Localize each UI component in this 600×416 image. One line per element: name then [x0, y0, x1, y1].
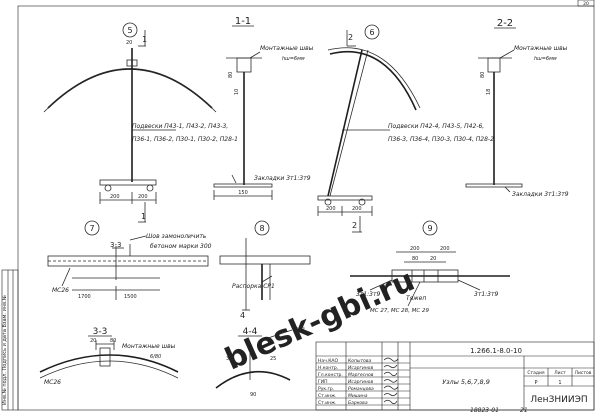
- section-1-1: 1-1 Монтажные швы hш=6мм 80 10 150 Закла…: [213, 16, 314, 200]
- cp1-label-b: СР1: [294, 327, 306, 334]
- signatures: [383, 357, 399, 405]
- section-3-3-title: 3-3: [93, 327, 108, 337]
- svg-text:200: 200: [138, 194, 148, 200]
- hangers-left-line2: П36-1, П36-2, П30-1, П30-2, П28-1: [132, 136, 238, 143]
- svg-text:200: 200: [440, 246, 450, 252]
- seam-label-1: Шов замоноличить: [146, 233, 207, 240]
- section-2-2-title: 2-2: [497, 18, 513, 29]
- sheet-title: Узлы 5,6,7,8,9: [442, 378, 490, 386]
- role-3: ГИП: [318, 379, 328, 385]
- archive-number: 18823-01: [470, 407, 499, 414]
- svg-text:20: 20: [430, 256, 436, 262]
- role-2: Гл.констр.: [318, 372, 343, 378]
- embeds-right: Закладки 3т1:3т9: [512, 191, 569, 198]
- svg-text:1: 1: [142, 35, 147, 44]
- name-3: Исаргинов: [348, 379, 373, 385]
- svg-text:90: 90: [250, 392, 256, 398]
- corner-number: 20: [583, 1, 589, 7]
- org-name: ЛенЗНИИЭП: [530, 395, 587, 405]
- svg-text:150: 150: [238, 190, 248, 196]
- svg-text:200: 200: [352, 206, 362, 212]
- stage-header: Стадия: [527, 370, 545, 376]
- svg-text:hш=6мм: hш=6мм: [534, 56, 557, 62]
- sheet-frame: [17, 5, 595, 411]
- title-block: Нач.КАО Н.контр. Гл.констр. ГИП Рук.гр. …: [315, 341, 595, 411]
- svg-text:200: 200: [326, 206, 336, 212]
- svg-text:80: 80: [110, 338, 116, 344]
- svg-text:7: 7: [89, 224, 94, 233]
- svg-text:25: 25: [270, 356, 276, 362]
- svg-text:8: 8: [259, 224, 264, 233]
- section-2-2: 2-2 Монтажные швы hш=6мм 80 18 Закладки …: [465, 18, 569, 198]
- node-7: 7 3-3 Шов замоноличить бетоном марки 300…: [47, 220, 212, 300]
- svg-text:10: 10: [234, 89, 240, 95]
- embeds-left: Закладки 3т1:3т9: [254, 175, 311, 182]
- role-5: Ст.инж.: [318, 393, 337, 399]
- svg-text:80: 80: [480, 72, 486, 78]
- zt-right: 3т1:3т9: [474, 291, 498, 298]
- side-stamp-box: [1, 269, 19, 411]
- svg-text:80: 80: [412, 256, 418, 262]
- svg-text:2: 2: [352, 221, 357, 230]
- svg-text:80: 80: [228, 72, 234, 78]
- section-4-4: 4-4 СР1 30 25 90: [215, 327, 306, 398]
- svg-text:30: 30: [226, 356, 232, 362]
- svg-text:200: 200: [110, 194, 120, 200]
- tyazh-label: Тяжеп: [406, 295, 426, 302]
- name-5: Мишина: [348, 393, 368, 399]
- node-5: 5 1 20 200 200 1: [43, 22, 217, 223]
- zt-left: 3т1:3т9: [356, 291, 380, 298]
- svg-text:18: 18: [486, 89, 492, 95]
- svg-text:20: 20: [90, 338, 96, 344]
- svg-text:1: 1: [141, 212, 146, 221]
- weld-label-right: Монтажные швы: [514, 45, 568, 52]
- name-0: Копытова: [348, 358, 371, 364]
- name-1: Исаргинов: [348, 365, 373, 371]
- stage-value: Р: [534, 380, 537, 386]
- role-0: Нач.КАО: [318, 358, 339, 364]
- section-1-1-title: 1-1: [235, 16, 251, 27]
- cp1-label-a: Распорка СР1: [232, 283, 275, 290]
- name-4: Романцова: [348, 386, 374, 392]
- section-3-3: 3-3 20 80 МС26 Монтажные швы 6/80: [39, 327, 179, 386]
- svg-text:6: 6: [369, 28, 374, 37]
- svg-text:1700: 1700: [78, 294, 91, 300]
- node-5-mark: 5: [127, 26, 132, 35]
- name-6: Баркова: [348, 400, 368, 406]
- node-9: 9 200 200 80 20 3т1:3т9 3т1:3т9 Тяжеп МС…: [350, 220, 510, 314]
- node-6: 6 2 200 200 2: [317, 24, 421, 233]
- weld-label-33: Монтажные швы: [122, 343, 176, 350]
- mc26-label-a: МС26: [52, 287, 69, 294]
- hangers-right-line1: Подвески П42-4, П43-5, П42-6,: [388, 123, 484, 130]
- side-stamp: Инв.№ подл. Подпись и дата Взам. инв.№: [2, 294, 8, 405]
- svg-text:20: 20: [126, 40, 132, 46]
- svg-text:200: 200: [410, 246, 420, 252]
- role-6: Ст.инж.: [318, 400, 337, 406]
- svg-text:2: 2: [348, 33, 353, 42]
- hangers-right-line2: П36-3, П36-4, П30-3, П30-4, П28-2: [388, 136, 494, 143]
- seam-label-2: бетоном марки 300: [150, 243, 212, 250]
- svg-text:1500: 1500: [124, 294, 137, 300]
- node-8: 8 4 Распорка СР1: [219, 220, 311, 320]
- weld-label-left: Монтажные швы: [260, 45, 314, 52]
- role-4: Рук.гр.: [318, 386, 334, 392]
- section-4-4-title: 4-4: [243, 327, 258, 337]
- mc26-label-b: МС26: [44, 379, 61, 386]
- doc-code: 1.266.1-8.0-10: [470, 347, 522, 355]
- role-1: Н.контр.: [318, 365, 338, 371]
- svg-text:hш=6мм: hш=6мм: [282, 56, 305, 62]
- svg-text:9: 9: [427, 224, 432, 233]
- svg-text:6/80: 6/80: [150, 354, 161, 360]
- svg-text:3-3: 3-3: [110, 241, 121, 249]
- page-number: 21: [520, 407, 528, 414]
- name-2: Маргеснов: [348, 372, 374, 378]
- svg-text:4: 4: [240, 311, 245, 320]
- sheet-header: Лист: [554, 370, 566, 376]
- sheet-value: 1: [558, 380, 561, 386]
- sheets-header: Листов: [575, 370, 592, 376]
- hangers-left-line1: Подвески П43-1, П43-2, П43-3,: [132, 123, 228, 130]
- mc-marks: МС 27, МС 28, МС 29: [370, 308, 429, 314]
